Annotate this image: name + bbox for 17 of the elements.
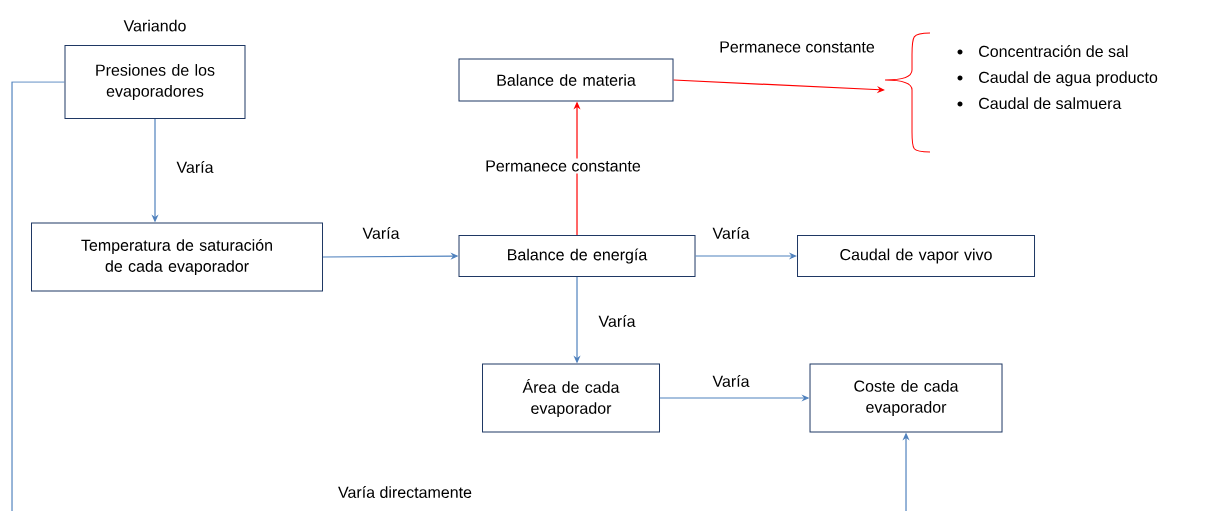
node-caption: Variando	[123, 19, 186, 32]
process-box: Balance de energía	[458, 235, 696, 277]
edge-label: Permanece constante	[483, 158, 643, 174]
edge-label: Varía	[710, 225, 752, 241]
edge-label: Varía	[596, 313, 638, 329]
edge-label: Varía	[710, 373, 752, 389]
edge-label: Permanece constante	[717, 39, 877, 55]
bullet-list: Concentración de sal Caudal de agua producto Caudal de salmuera	[979, 45, 1158, 110]
process-box: Balance de materia	[458, 58, 674, 102]
process-box: Área de cada evaporador	[482, 363, 660, 433]
process-box: Temperatura de saturación de cada evaporador	[31, 222, 323, 292]
edge-label: Varía directamente	[336, 484, 474, 500]
process-box: Coste de cada evaporador	[809, 363, 1003, 433]
edge-label: Varía	[174, 159, 216, 175]
process-box: Presiones de los evaporadores	[64, 45, 246, 119]
edge-label: Varía	[360, 225, 402, 241]
process-box: Caudal de vapor vivo	[797, 235, 1035, 277]
